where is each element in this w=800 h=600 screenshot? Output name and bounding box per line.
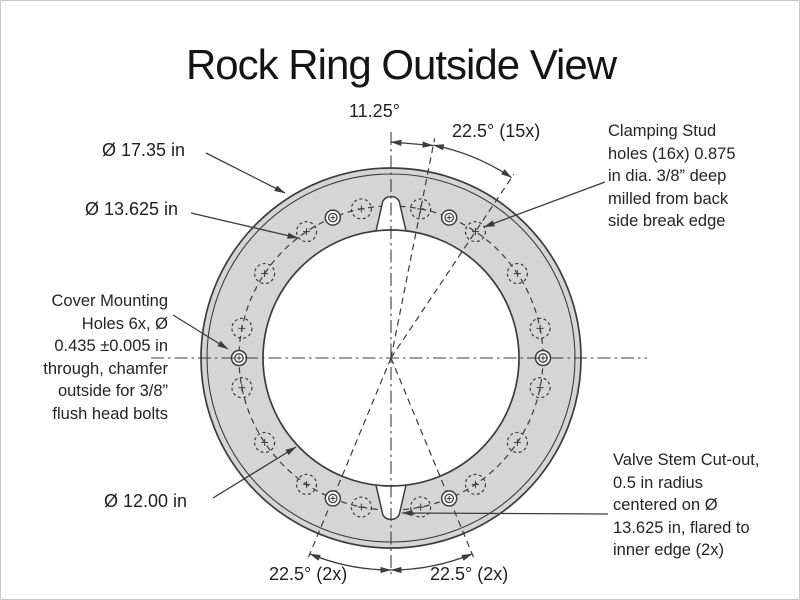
clamping-stud-hole — [254, 262, 276, 285]
dim-label-stud-spacing: 22.5° (15x) — [452, 121, 541, 141]
cover-mounting-hole — [440, 209, 458, 226]
leader-cover-mounting-hole — [172, 314, 229, 350]
dim-arc-22-5-2x-left — [309, 553, 392, 574]
clamping-stud-hole — [295, 221, 318, 243]
cover-mounting-hole — [324, 209, 342, 226]
dim-label-cover-angle-left: 22.5° (2x) — [269, 564, 348, 584]
dim-label-outer-diameter: Ø 17.35 in — [102, 140, 186, 160]
page-title: Rock Ring Outside View — [185, 41, 617, 88]
clamping-stud-hole — [254, 431, 276, 454]
clamping-stud-hole — [350, 198, 372, 220]
callout-cover-mounting-holes: Cover Mounting Holes 6x, Ø 0.435 ±0.005 … — [43, 292, 168, 423]
clamping-stud-hole — [231, 377, 253, 399]
radial-reference-line — [390, 357, 476, 561]
cover-mounting-hole — [440, 490, 458, 507]
clamping-stud-hole — [295, 473, 318, 495]
leader-outer-diameter — [205, 152, 286, 194]
leader-valve-stem-cutout — [401, 509, 609, 517]
clamping-stud-hole — [350, 496, 372, 518]
clamping-stud-hole — [464, 221, 487, 243]
radial-reference-line — [390, 173, 515, 359]
callout-valve-stem-cutout: Valve Stem Cut-out, 0.5 in radius center… — [613, 451, 760, 559]
leader-clamping-stud-hole — [483, 181, 606, 228]
clamping-stud-hole — [464, 473, 487, 495]
dim-label-cover-angle-right: 22.5° (2x) — [430, 564, 509, 584]
clamping-stud-hole — [506, 262, 528, 285]
radial-reference-line — [306, 357, 392, 561]
dim-line-11-25 — [390, 139, 434, 148]
clamping-stud-hole — [529, 317, 551, 339]
clamping-stud-hole — [410, 198, 432, 220]
leader-bolt-circle-diameter — [190, 212, 299, 239]
clamping-stud-hole — [529, 377, 551, 399]
dim-label-bolt-circle-diameter: Ø 13.625 in — [85, 199, 179, 219]
dim-label-inner-diameter: Ø 12.00 in — [104, 491, 188, 511]
clamping-stud-hole — [410, 496, 432, 518]
dim-arc-22-5-2x-right — [390, 553, 473, 574]
radial-reference-line — [390, 138, 436, 359]
dim-label-angle-offset: 11.25° — [349, 101, 400, 121]
clamping-stud-hole — [231, 317, 253, 339]
clamping-stud-hole — [506, 431, 528, 454]
callout-clamping-stud-holes: Clamping Stud holes (16x) 0.875 in dia. … — [608, 122, 736, 230]
cover-mounting-hole — [324, 490, 342, 507]
leader-inner-diameter — [212, 446, 297, 499]
dim-arc-22-5-15x — [432, 144, 512, 179]
